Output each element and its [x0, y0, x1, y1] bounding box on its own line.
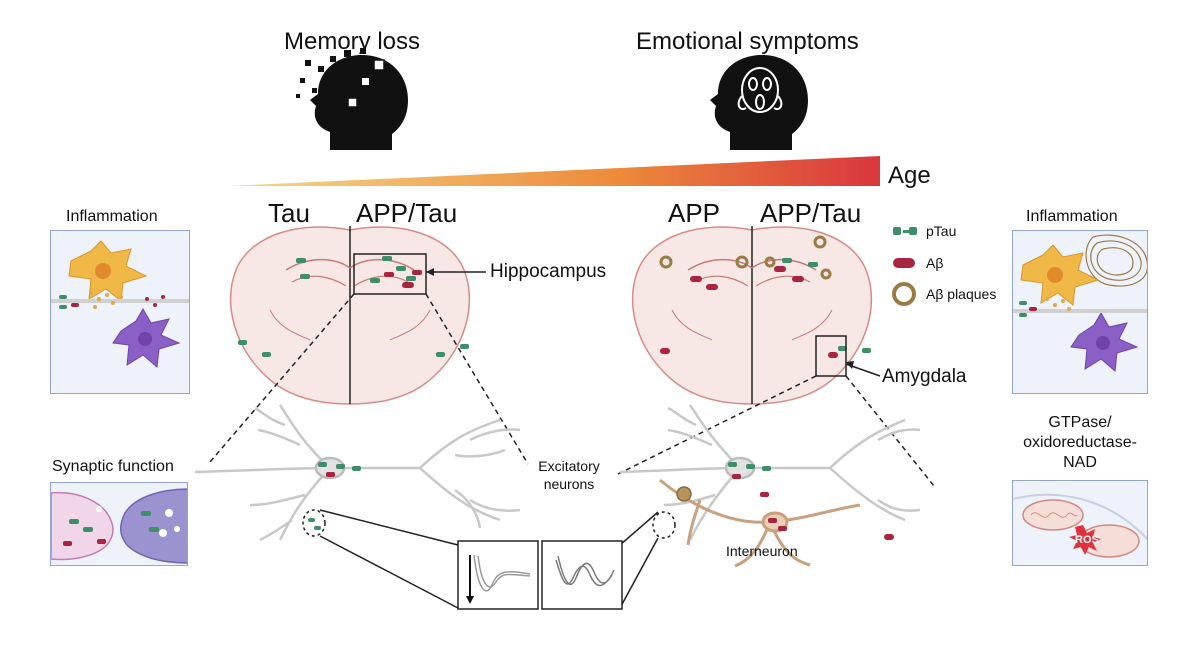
emotional-head-icon	[710, 55, 808, 150]
excitatory-label-2: neurons	[543, 476, 595, 492]
gtpase-label-3: NAD	[1063, 454, 1097, 471]
hippocampus-label: Hippocampus	[490, 261, 607, 282]
memory-loss-head-icon	[296, 48, 408, 150]
inflammation-right-label: Inflammation	[1026, 208, 1118, 225]
gtpase-label-1: GTPase/	[1048, 414, 1112, 431]
memory-loss-label: Memory loss	[284, 28, 421, 55]
interneuron-label: Interneuron	[726, 543, 798, 559]
legend-plaques-label: Aβ plaques	[926, 286, 997, 302]
legend-abeta-label: Aβ	[926, 255, 944, 271]
synaptic-function-label: Synaptic function	[52, 458, 174, 475]
synaptic-function-panel	[50, 482, 188, 566]
app-label: APP	[668, 198, 721, 228]
inflammation-left-panel	[50, 230, 190, 394]
right-brain-section	[631, 226, 881, 405]
app-tau-label-left: APP/Tau	[356, 198, 458, 228]
emotional-symptoms-label: Emotional symptoms	[636, 28, 859, 55]
amygdala-label: Amygdala	[882, 366, 967, 387]
age-label: Age	[888, 162, 931, 189]
age-gradient-wedge	[228, 156, 880, 186]
tau-label: Tau	[268, 198, 310, 228]
excitatory-label-1: Excitatory	[538, 458, 600, 474]
ros-label: ROS	[1075, 534, 1099, 546]
gtpase-label-2: oxidoreductase-	[1023, 434, 1137, 451]
trace-right	[555, 555, 615, 587]
gtpase-panel: ROS	[1012, 480, 1148, 566]
app-tau-label-right: APP/Tau	[760, 198, 862, 228]
trace-left	[473, 554, 531, 592]
left-brain-section	[229, 226, 486, 405]
inflammation-left-label: Inflammation	[66, 208, 158, 225]
right-neuron	[619, 404, 921, 541]
legend-ptau-label: pTau	[926, 223, 957, 239]
legend-marks	[892, 227, 917, 306]
inflammation-right-panel	[1012, 230, 1148, 394]
